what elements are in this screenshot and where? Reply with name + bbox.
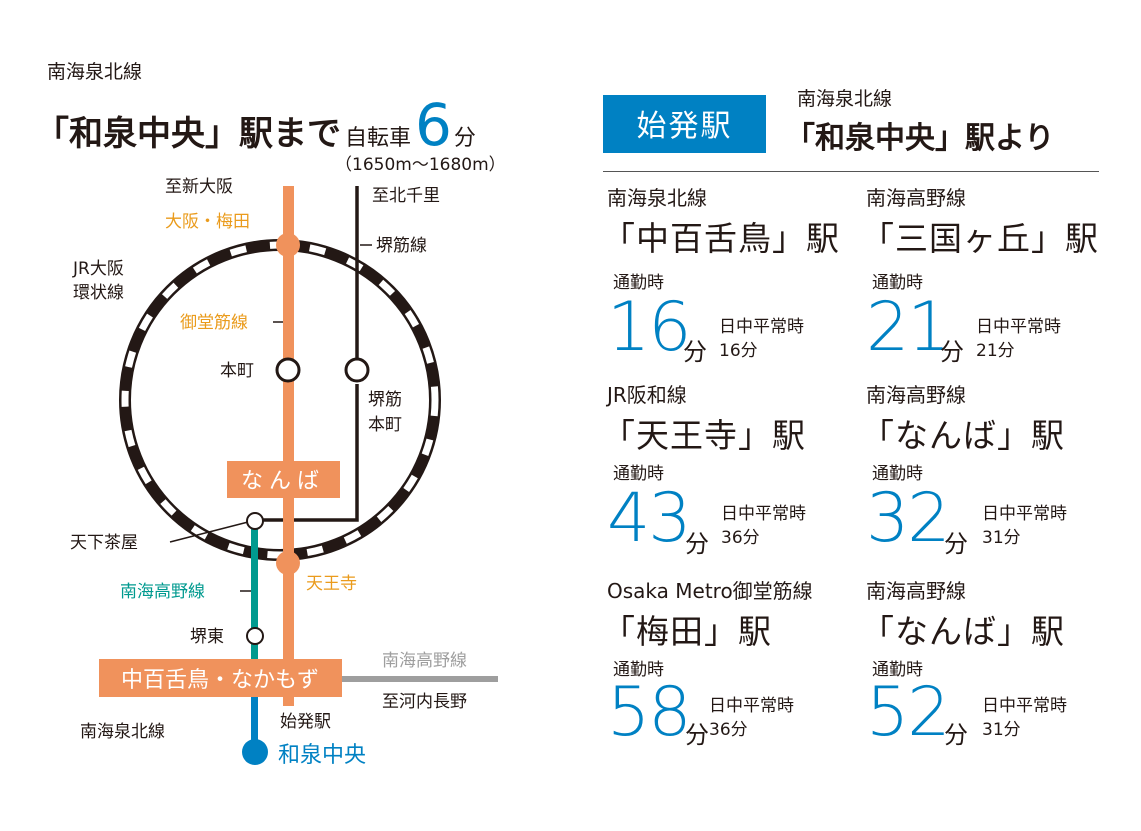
origin-badge-text: 始発駅 [636, 109, 733, 144]
route-line: 南海高野線 [866, 579, 966, 603]
from-station: 「和泉中央」駅より [785, 121, 1055, 156]
sakaihigashi-label: 堺東 [190, 627, 224, 647]
route-card: 南海泉北線 「中百舌鳥」駅 通勤時 16 分 日中平常時 16分 [602, 180, 855, 370]
to-kita-senri-label: 至北千里 [372, 186, 440, 206]
station-sakaihigashi [246, 627, 264, 645]
to-shin-osaka-label: 至新大阪 [165, 177, 233, 197]
route-card: 南海高野線 「三国ヶ丘」駅 通勤時 21 分 日中平常時 21分 [861, 180, 1114, 370]
tennoji-label: 天王寺 [306, 574, 357, 594]
jr-loop-label-2: 環状線 [73, 283, 124, 303]
nakamozu-box [99, 659, 342, 697]
route-line: 南海泉北線 [607, 186, 707, 210]
header-distance: （1650m〜1680m） [335, 155, 506, 175]
route-commute-minutes: 58 [607, 673, 692, 752]
station-honmachi [275, 357, 301, 383]
route-commute-minutes: 21 [866, 288, 951, 367]
route-card: Osaka Metro御堂筋線 「梅田」駅 通勤時 58 分 日中平常時 36分 [602, 573, 855, 763]
to-kawachinagano-label: 至河内長野 [382, 692, 467, 712]
koya-line-extension [330, 676, 498, 682]
route-daytime-value: 36分 [721, 528, 760, 548]
route-commute-unit: 分 [944, 721, 968, 749]
sakaisuji-honmachi-label-2: 本町 [368, 415, 402, 435]
nankai-koya-line [251, 520, 258, 670]
header-line-name: 南海泉北線 [47, 61, 143, 83]
route-station: 「なんば」駅 [861, 612, 1065, 651]
route-commute-label: 通勤時 [613, 464, 664, 484]
tengachaya-leader [169, 520, 253, 543]
route-daytime-value: 31分 [982, 528, 1021, 548]
route-daytime-label: 日中平常時 [976, 317, 1061, 337]
route-station: 「三国ヶ丘」駅 [861, 219, 1099, 258]
route-commute-minutes: 32 [866, 479, 951, 558]
route-map: なんば 中百舌鳥・なかもず 至新大阪 大阪・梅田 至北千里 堺筋線 JR大阪 環… [70, 177, 498, 768]
route-commute-unit: 分 [944, 530, 968, 558]
nakamozu-label: 中百舌鳥・なかもず [121, 668, 319, 693]
route-card: 南海高野線 「なんば」駅 通勤時 52 分 日中平常時 31分 [861, 573, 1114, 763]
namba-box [227, 461, 340, 498]
izumi-chuo-label: 和泉中央 [278, 743, 366, 768]
route-commute-unit: 分 [685, 721, 709, 749]
header-divider [603, 171, 1099, 172]
route-daytime-label: 日中平常時 [982, 504, 1067, 524]
route-commute-minutes: 16 [607, 288, 692, 367]
route-line: Osaka Metro御堂筋線 [607, 579, 813, 603]
route-commute-unit: 分 [683, 338, 707, 366]
route-line: JR阪和線 [607, 383, 687, 407]
route-commute-label: 通勤時 [613, 660, 664, 680]
route-commute-label: 通勤時 [613, 273, 664, 293]
from-line: 南海泉北線 [797, 88, 893, 110]
header-minutes: 6 [415, 91, 452, 159]
route-daytime-label: 日中平常時 [709, 696, 794, 716]
header-mode: 自転車 [345, 126, 412, 151]
senboku-line [251, 690, 258, 752]
station-sakaisuji-honmachi [344, 357, 370, 383]
station-tennoji [276, 551, 300, 575]
midosuji-line-label: 御堂筋線 [180, 313, 248, 333]
station-tengachaya [246, 512, 264, 530]
route-daytime-value: 16分 [719, 341, 758, 361]
jr-loop-label-1: JR大阪 [72, 259, 124, 279]
midosuji-line [283, 186, 294, 706]
route-commute-label: 通勤時 [872, 464, 923, 484]
senboku-line-label: 南海泉北線 [80, 722, 165, 742]
sakaisuji-line-label: 堺筋線 [376, 236, 427, 256]
nankai-koya-left-label: 南海高野線 [120, 582, 205, 602]
header-title: 「和泉中央」駅まで自転車6分 [35, 96, 476, 156]
tengachaya-label: 天下茶屋 [70, 533, 138, 553]
route-line: 南海高野線 [866, 186, 966, 210]
route-commute-minutes: 43 [607, 479, 692, 558]
route-daytime-value: 21分 [976, 341, 1015, 361]
route-station: 「なんば」駅 [861, 416, 1065, 455]
route-card: 南海高野線 「なんば」駅 通勤時 32 分 日中平常時 31分 [861, 377, 1114, 567]
origin-badge [603, 95, 766, 153]
route-commute-minutes: 52 [866, 673, 951, 752]
route-station: 「梅田」駅 [602, 612, 772, 651]
route-station: 「天王寺」駅 [602, 416, 806, 455]
sakaisuji-honmachi-label-1: 堺筋 [368, 390, 402, 410]
route-commute-unit: 分 [685, 530, 709, 558]
route-commute-label: 通勤時 [872, 273, 923, 293]
route-station: 「中百舌鳥」駅 [602, 219, 840, 258]
header-unit: 分 [453, 126, 476, 151]
route-daytime-label: 日中平常時 [719, 317, 804, 337]
station-osaka-umeda [276, 233, 300, 257]
route-card: JR阪和線 「天王寺」駅 通勤時 43 分 日中平常時 36分 [602, 377, 855, 567]
header-station: 「和泉中央」駅まで [35, 114, 341, 154]
osaka-umeda-label: 大阪・梅田 [165, 212, 250, 232]
nankai-koya-right-label: 南海高野線 [382, 651, 467, 671]
namba-label: なんば [241, 469, 325, 494]
route-daytime-value: 31分 [982, 720, 1021, 740]
origin-label: 始発駅 [280, 712, 331, 732]
station-izumi-chuo [242, 739, 268, 765]
route-commute-unit: 分 [940, 338, 964, 366]
route-daytime-label: 日中平常時 [982, 696, 1067, 716]
route-daytime-value: 36分 [709, 720, 748, 740]
route-line: 南海高野線 [866, 383, 966, 407]
honmachi-label: 本町 [220, 361, 254, 381]
route-daytime-label: 日中平常時 [721, 504, 806, 524]
route-commute-label: 通勤時 [872, 660, 923, 680]
